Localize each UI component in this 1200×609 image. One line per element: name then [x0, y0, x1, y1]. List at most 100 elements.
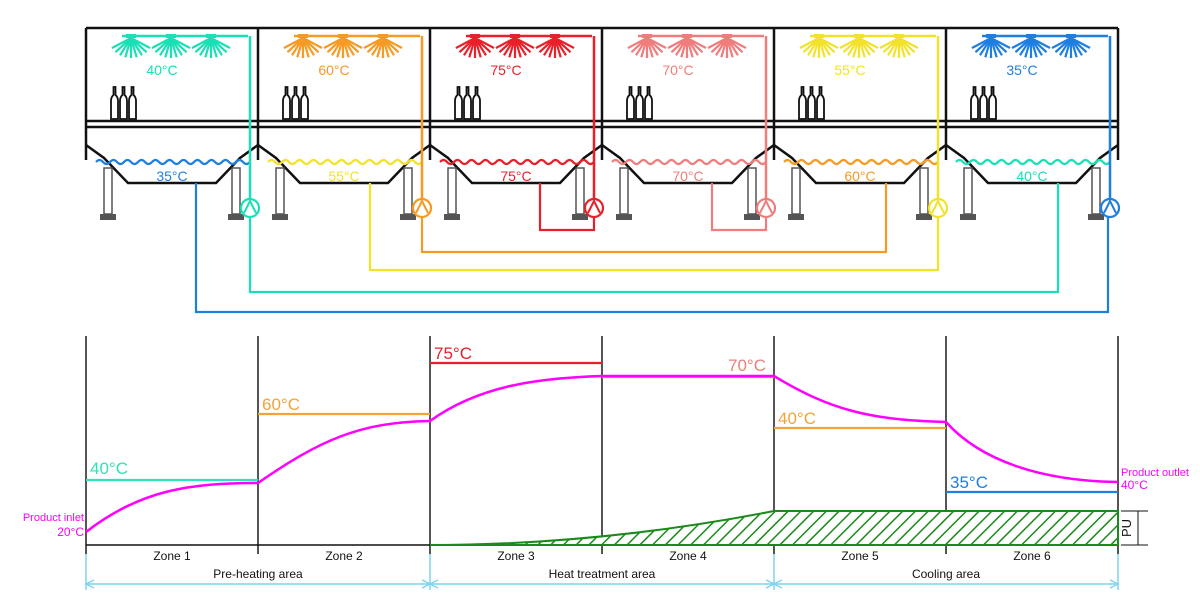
- spray-nozzle: [323, 34, 363, 58]
- tank-temperature: 60°C: [844, 168, 875, 184]
- leg-foot: [916, 214, 932, 220]
- dimension-arrow: [84, 579, 95, 589]
- machine-zone-5: 55°C60°C: [773, 34, 949, 220]
- leg-foot: [616, 214, 632, 220]
- support-leg: [619, 167, 629, 215]
- support-leg: [1091, 167, 1101, 215]
- spray-jet: [1070, 37, 1091, 49]
- circulation-pump: [927, 36, 949, 219]
- spray-temperature: 40°C: [146, 62, 177, 78]
- zone-name: Zone 4: [669, 549, 707, 563]
- spray-temperature: 60°C: [318, 62, 349, 78]
- nozzle-body: [682, 34, 692, 38]
- pipe-line: [710, 183, 768, 232]
- bottle: [626, 86, 635, 120]
- zone-name: Zone 1: [153, 549, 191, 563]
- setpoint-temperature: 40°C: [90, 459, 128, 478]
- bottle: [300, 86, 309, 120]
- product-outlet-label: Product outlet: [1121, 467, 1189, 479]
- support-leg: [403, 167, 413, 215]
- spray-jet: [554, 37, 575, 49]
- spray-nozzle: [1051, 34, 1091, 58]
- pipe-network: [194, 183, 1110, 314]
- tank-temperature: 75°C: [500, 168, 531, 184]
- bottle: [110, 86, 119, 120]
- product-inlet-temperature: 20°C: [57, 525, 84, 539]
- tank-hopper: [773, 143, 947, 185]
- leg-foot: [100, 214, 116, 220]
- spray-jet: [474, 37, 495, 49]
- spray-temperature: 35°C: [1006, 62, 1037, 78]
- support-leg: [963, 167, 973, 215]
- leg-foot: [788, 214, 804, 220]
- nozzle-body: [510, 34, 520, 38]
- spray-nozzle: [283, 34, 323, 58]
- tank-water-level: [611, 158, 767, 166]
- pipe-line: [538, 183, 596, 232]
- spray-nozzle: [879, 34, 919, 58]
- nozzle-body: [378, 34, 388, 38]
- nozzle-body: [298, 34, 308, 38]
- bottle: [472, 86, 481, 120]
- spray-jet: [1030, 37, 1051, 49]
- machine-zone-2: 60°C55°C: [257, 34, 433, 220]
- spray-temperature: 75°C: [490, 62, 521, 78]
- bottle: [644, 86, 653, 120]
- support-leg: [747, 167, 757, 215]
- setpoint-temperature: 60°C: [262, 395, 300, 414]
- spray-nozzle: [151, 34, 191, 58]
- setpoint-temperature: 70°C: [728, 356, 766, 375]
- spray-jet: [130, 37, 151, 49]
- leg-foot: [572, 214, 588, 220]
- area-label: Cooling area: [912, 567, 980, 581]
- setpoint-temperature: 75°C: [434, 344, 472, 363]
- spray-jet: [818, 37, 839, 49]
- leg-foot: [400, 214, 416, 220]
- tank-temperature: 35°C: [156, 168, 187, 184]
- spray-nozzle: [627, 34, 667, 58]
- circulation-pump: [1099, 36, 1121, 219]
- circulation-pump: [239, 36, 261, 219]
- leg-foot: [228, 214, 244, 220]
- bottle: [798, 86, 807, 120]
- spray-nozzle: [191, 34, 231, 58]
- machine: 40°C 35°C 60°C55°C 75°C 75°C 70°C 70°C 55°C60°C…: [84, 26, 1121, 220]
- bottle: [988, 86, 997, 120]
- tank-water-level: [783, 158, 939, 166]
- tank-water-level: [267, 158, 423, 166]
- dimension-arrow: [428, 579, 439, 589]
- tank-temperature: 70°C: [672, 168, 703, 184]
- bottle: [807, 86, 816, 120]
- nozzle-body: [338, 34, 348, 38]
- spray-jet: [646, 37, 667, 49]
- pipe-line: [248, 183, 1060, 294]
- pipe-line: [420, 183, 888, 254]
- support-leg: [447, 167, 457, 215]
- spray-temperature: 70°C: [662, 62, 693, 78]
- machine-zone-1: 40°C 35°C: [85, 34, 261, 220]
- nozzle-body: [550, 34, 560, 38]
- tank-hopper: [601, 143, 775, 185]
- support-leg: [275, 167, 285, 215]
- pu-label: PU: [1119, 519, 1134, 537]
- leg-foot: [1088, 214, 1104, 220]
- tank-water-level: [439, 158, 595, 166]
- spray-jet: [898, 37, 919, 49]
- leg-foot: [744, 214, 760, 220]
- leg-foot: [960, 214, 976, 220]
- area-label: Pre-heating area: [213, 567, 303, 581]
- spray-nozzle: [111, 34, 151, 58]
- bottle: [282, 86, 291, 120]
- tank-hopper: [429, 143, 603, 185]
- spray-jet: [514, 37, 535, 49]
- nozzle-body: [206, 34, 216, 38]
- product-inlet-label: Product inlet: [23, 512, 84, 524]
- tank-hopper: [85, 143, 259, 185]
- spray-jet: [686, 37, 707, 49]
- bottle: [119, 86, 128, 120]
- support-leg: [919, 167, 929, 215]
- product-temperature-curve: [85, 374, 1119, 533]
- nozzle-body: [986, 34, 996, 38]
- nozzle-body: [894, 34, 904, 38]
